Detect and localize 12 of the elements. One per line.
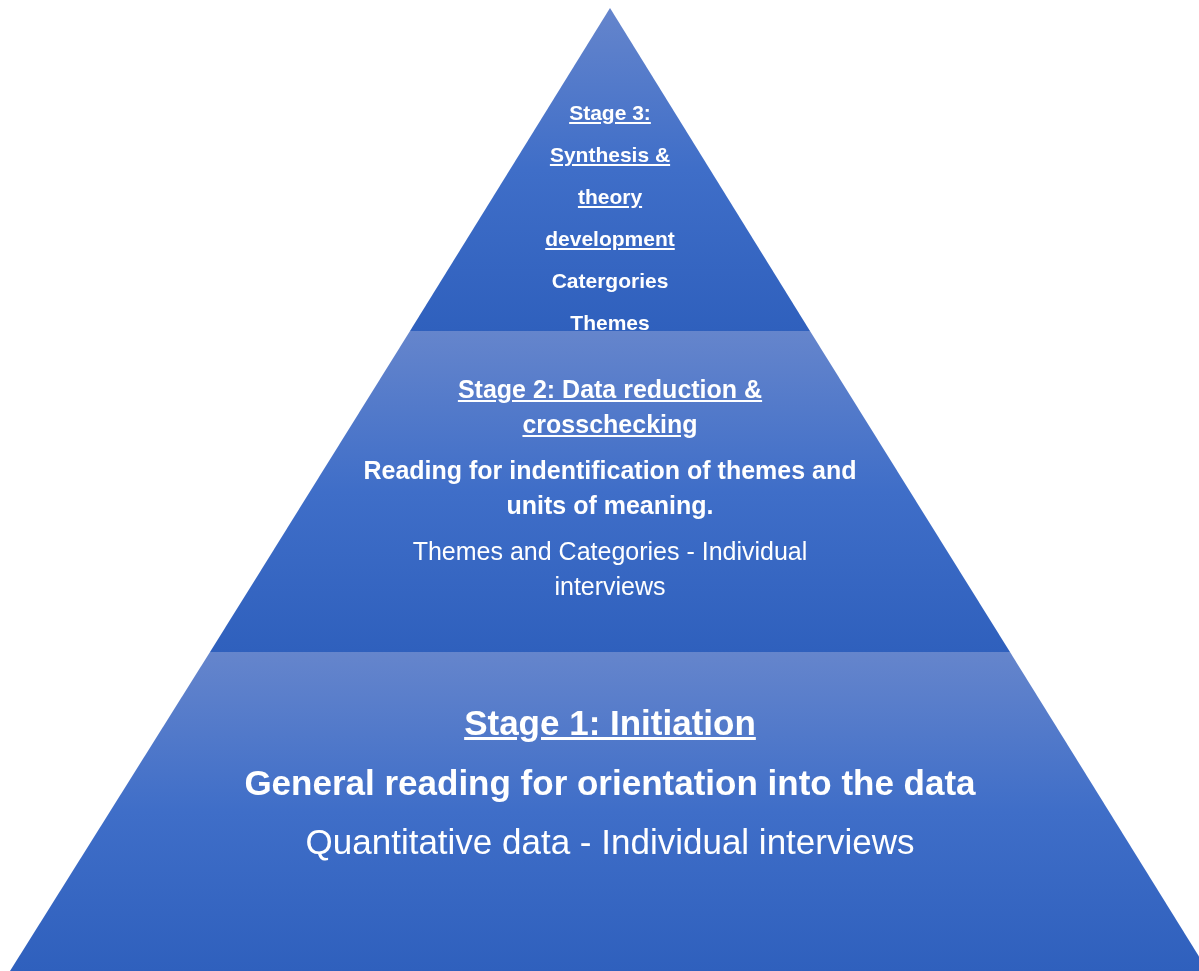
pyramid-tier [210,331,1010,652]
stage-item: Themes [570,310,650,336]
stage-detail: Quantitative data - Individual interviews [305,821,915,863]
stage-detail: Themes and Categories - Individual interviews [411,536,809,602]
pyramid-tier [410,8,810,331]
stage-description: General reading for orientation into the data [244,761,976,804]
pyramid-tier [10,652,1199,971]
stage-heading: Stage 1: Initiation [464,702,756,744]
stage-heading: Stage 2: Data reduction & crosschecking [456,374,764,440]
stage-item: Catergories [551,268,669,294]
stage-heading: Stage 3: Synthesis & theory development [544,100,676,252]
stage-description: Reading for indentification of themes and units of meaning. [362,455,858,521]
